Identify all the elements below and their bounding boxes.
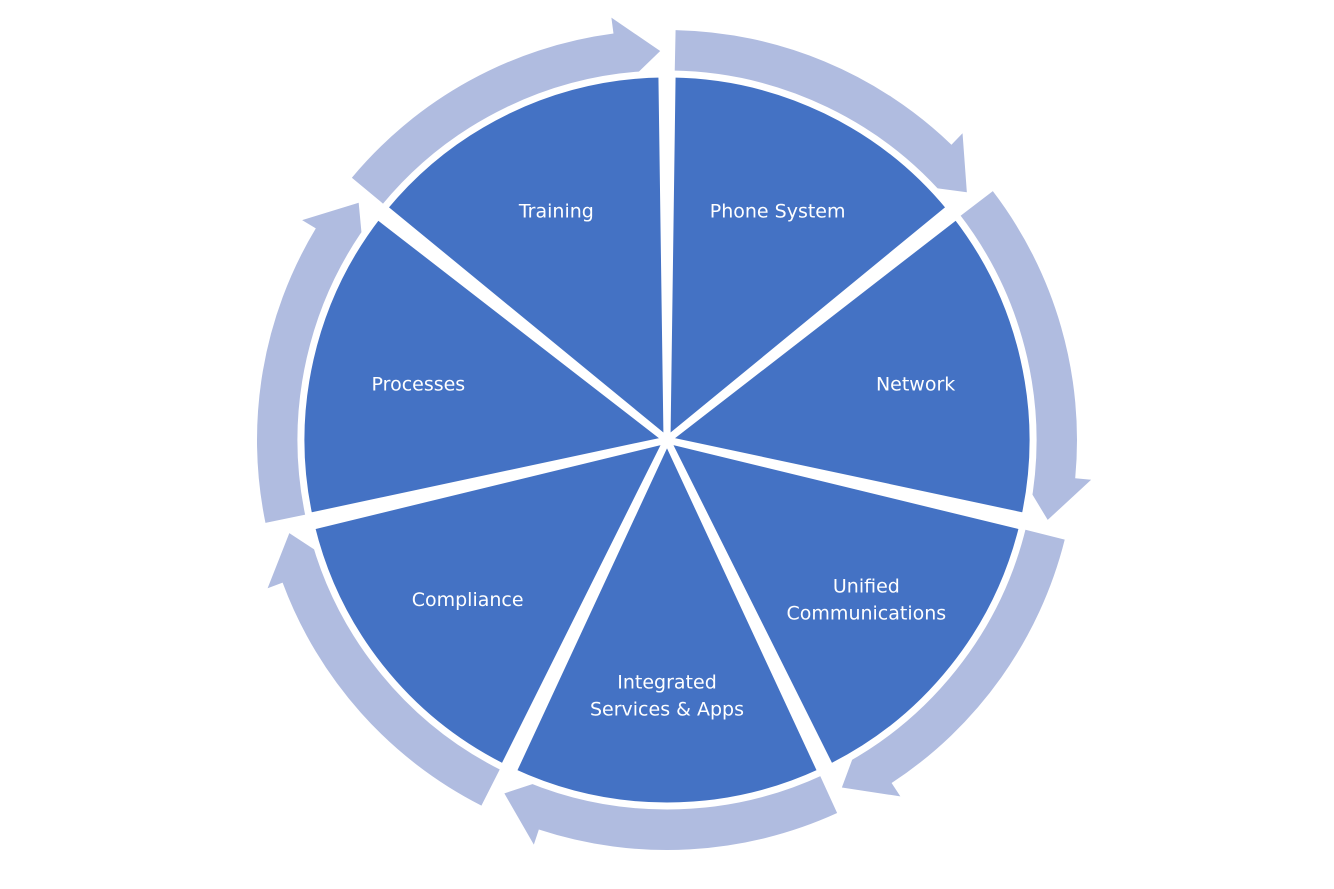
label-phone-system: Phone System xyxy=(710,200,846,222)
segment-network xyxy=(658,210,1037,521)
label-line: Unified xyxy=(833,575,900,597)
label-line: Compliance xyxy=(412,589,524,611)
cycle-arrow-integrated-services-apps xyxy=(504,774,838,851)
segment-processes xyxy=(297,210,676,521)
label-line: Services & Apps xyxy=(590,699,744,721)
label-line: Phone System xyxy=(710,200,846,222)
label-line: Network xyxy=(876,373,955,395)
label-processes: Processes xyxy=(372,373,466,395)
cycle-arrow-processes xyxy=(257,202,364,523)
segment-phone-system xyxy=(663,70,955,448)
segment-integrated-services-apps xyxy=(508,431,826,810)
cycle-segments xyxy=(297,70,1037,810)
label-line: Integrated xyxy=(617,672,717,694)
label-line: Communications xyxy=(787,602,947,624)
cycle-arrow-compliance xyxy=(267,533,501,806)
label-network: Network xyxy=(876,373,955,395)
cycle-arrow-phone-system xyxy=(674,30,967,193)
label-line: Training xyxy=(518,200,594,222)
segment-unified-communications xyxy=(660,434,1027,773)
label-training: Training xyxy=(518,200,594,222)
label-compliance: Compliance xyxy=(412,589,524,611)
segment-compliance xyxy=(307,434,674,773)
segment-training xyxy=(379,70,671,448)
label-line: Processes xyxy=(372,373,466,395)
cycle-arrow-unified-communications xyxy=(841,529,1065,797)
